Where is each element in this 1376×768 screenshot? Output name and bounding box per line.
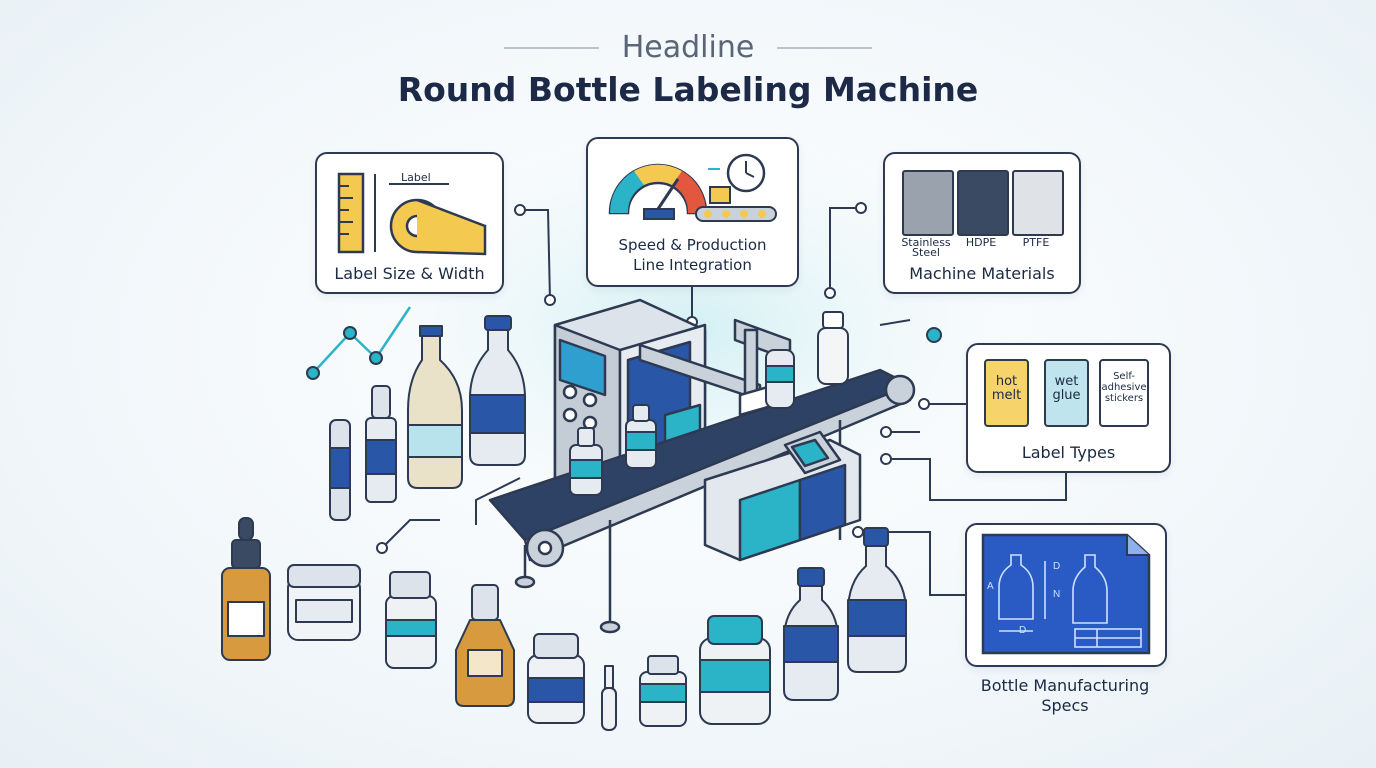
specs-caption-line1: Bottle Manufacturing — [980, 676, 1150, 695]
ptfe-label: PTFE — [1022, 236, 1050, 249]
blueprint-mark-n: N — [1053, 589, 1061, 600]
swatch-ptfe — [1012, 170, 1064, 236]
blueprint-mark-d-top: D — [1053, 561, 1061, 572]
ruler-label: Label — [401, 171, 431, 184]
headline-rule-left — [504, 46, 600, 49]
headline-rule-right — [776, 46, 872, 49]
connector-dots — [376, 202, 930, 554]
speedometer-icon — [608, 153, 777, 222]
bottle-collection — [221, 315, 907, 731]
label-types-caption: Label Types — [1021, 443, 1116, 462]
speed-caption: Speed & Production Line Integration — [588, 235, 797, 275]
speed-caption-line1: Speed & Production — [618, 236, 767, 254]
blueprint-mark-d-bottom: D — [1019, 625, 1027, 636]
blueprint-icon — [981, 533, 1151, 655]
headline-row: Headline — [0, 30, 1376, 65]
label-size-caption: Label Size & Width — [334, 264, 485, 283]
control-cabinet — [703, 430, 862, 562]
callout-label-size: Label Label Size & Width — [315, 152, 504, 294]
callout-specs: A D N D — [965, 523, 1167, 667]
conveyor-bottles — [569, 311, 849, 496]
hdpe-label: HDPE — [965, 236, 997, 249]
swatch-stainless-steel — [902, 170, 954, 236]
specs-caption-line2: Specs — [1041, 696, 1089, 715]
page-title: Round Bottle Labeling Machine — [397, 70, 979, 109]
conveyor-belt — [488, 368, 916, 634]
headline: Headline — [621, 30, 755, 65]
blueprint-mark-a: A — [987, 581, 994, 592]
tape-measure-icon — [337, 172, 487, 256]
speed-caption-line2: Line Integration — [633, 256, 752, 274]
swatch-hdpe — [957, 170, 1009, 236]
specs-caption: Bottle Manufacturing Specs — [935, 676, 1195, 716]
callout-speed: Speed & Production Line Integration — [586, 137, 799, 287]
materials-caption: Machine Materials — [909, 264, 1055, 283]
